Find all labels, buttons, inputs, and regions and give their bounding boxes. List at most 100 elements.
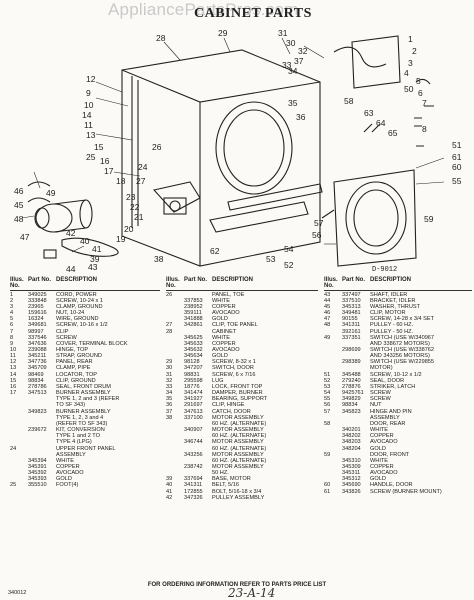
part-number: 337546 xyxy=(28,334,47,341)
part-description: GOLD xyxy=(370,445,386,452)
illus-number: 52 xyxy=(324,377,331,384)
callout-50: 50 xyxy=(404,84,414,94)
part-number: 98997 xyxy=(28,328,44,335)
part-description: WHITE xyxy=(56,457,75,464)
illus-number: 53 xyxy=(324,383,331,390)
part-description: SWITCH (USE W/229855 xyxy=(370,359,435,366)
callout-23: 23 xyxy=(126,192,136,202)
part-number: 341927 xyxy=(184,396,203,403)
illus-number: 44 xyxy=(324,297,331,304)
part-description: 50 HZ. xyxy=(212,470,229,477)
illus-number: 57 xyxy=(324,408,331,415)
callout-18: 18 xyxy=(116,176,126,186)
part-description: MOTOR ASSEMBLY xyxy=(212,414,264,421)
part-description: 60 HZ. (ALTERNATE) xyxy=(212,445,267,452)
part-description: AVOCADO xyxy=(212,310,240,317)
part-number: 341888 xyxy=(184,316,203,323)
callout-63: 63 xyxy=(364,108,374,118)
part-description: GOLD xyxy=(370,476,386,483)
illus-number: 43 xyxy=(324,291,331,298)
part-description: NUT xyxy=(370,402,382,409)
callout-38: 38 xyxy=(154,254,164,264)
part-number: 295598 xyxy=(184,377,203,384)
part-description: PANEL, TOE xyxy=(212,291,245,298)
part-description: WHITE xyxy=(212,297,231,304)
part-description: ASSEMBLY xyxy=(56,451,86,458)
part-number: 345394 xyxy=(28,457,47,464)
callout-55: 55 xyxy=(452,176,462,186)
part-description: SWITCH (USE W/338762 xyxy=(370,347,435,353)
part-description: BURNER ASSEMBLY xyxy=(56,408,111,415)
illus-number: 27 xyxy=(166,322,173,329)
callout-49: 49 xyxy=(46,188,56,198)
part-number: 90155 xyxy=(342,316,358,323)
callout-leaders xyxy=(21,37,445,253)
part-description: CLIP, MOTOR xyxy=(370,310,406,317)
part-number: 392161 xyxy=(342,328,361,335)
part-number: 345393 xyxy=(28,476,47,483)
part-description: CLIP, TOE PANEL xyxy=(212,322,258,329)
part-description: CLAMP, PIPE xyxy=(56,365,91,372)
table-row: 345310 WHITE xyxy=(324,458,472,464)
order-note: FOR ORDERING INFORMATION REFER TO PARTS … xyxy=(147,582,327,588)
part-number: 349829 xyxy=(342,396,361,403)
callout-59: 59 xyxy=(424,214,434,224)
illus-number: 30 xyxy=(166,365,173,372)
part-number: 343826 xyxy=(342,488,361,495)
part-description: WHITE xyxy=(370,457,389,464)
part-number: 341311 xyxy=(184,482,203,489)
callout-25: 25 xyxy=(86,152,96,162)
part-number: 98128 xyxy=(184,359,200,366)
callout-34: 34 xyxy=(288,66,298,76)
part-description: TYPE 4 (LPG) xyxy=(56,439,92,446)
part-description: NUT, 10-24 xyxy=(56,310,85,317)
part-description: SCREW, 6 x 7/16 xyxy=(212,371,256,378)
illus-number: 34 xyxy=(166,390,173,397)
part-number: 348202 xyxy=(342,433,361,440)
illus-number: 3 xyxy=(10,303,14,310)
illus-number: 41 xyxy=(166,488,173,495)
part-number: 98834 xyxy=(28,377,44,384)
callout-13: 13 xyxy=(86,130,96,140)
callout-7: 7 xyxy=(422,98,427,108)
illus-number: 59 xyxy=(324,451,331,458)
part-number: 345310 xyxy=(342,457,361,464)
header-illus: Illus. No. xyxy=(324,277,338,290)
callout-31: 31 xyxy=(278,28,288,38)
part-number: 345690 xyxy=(342,482,361,489)
callout-54: 54 xyxy=(284,244,294,254)
part-number: 340907 xyxy=(184,427,203,434)
part-description: TO SF 343) xyxy=(56,402,86,409)
part-description: LOCATOR, TOP xyxy=(56,371,97,378)
illus-number: 42 xyxy=(166,494,173,501)
callout-5: 5 xyxy=(416,76,421,86)
part-number: 239088 xyxy=(28,347,47,353)
illus-number: 54 xyxy=(324,390,331,397)
callout-65: 65 xyxy=(388,128,398,138)
illus-number: 26 xyxy=(166,291,173,298)
part-number: 349481 xyxy=(342,310,361,317)
part-number: 345211 xyxy=(28,353,47,360)
part-number: 291697 xyxy=(184,402,203,409)
